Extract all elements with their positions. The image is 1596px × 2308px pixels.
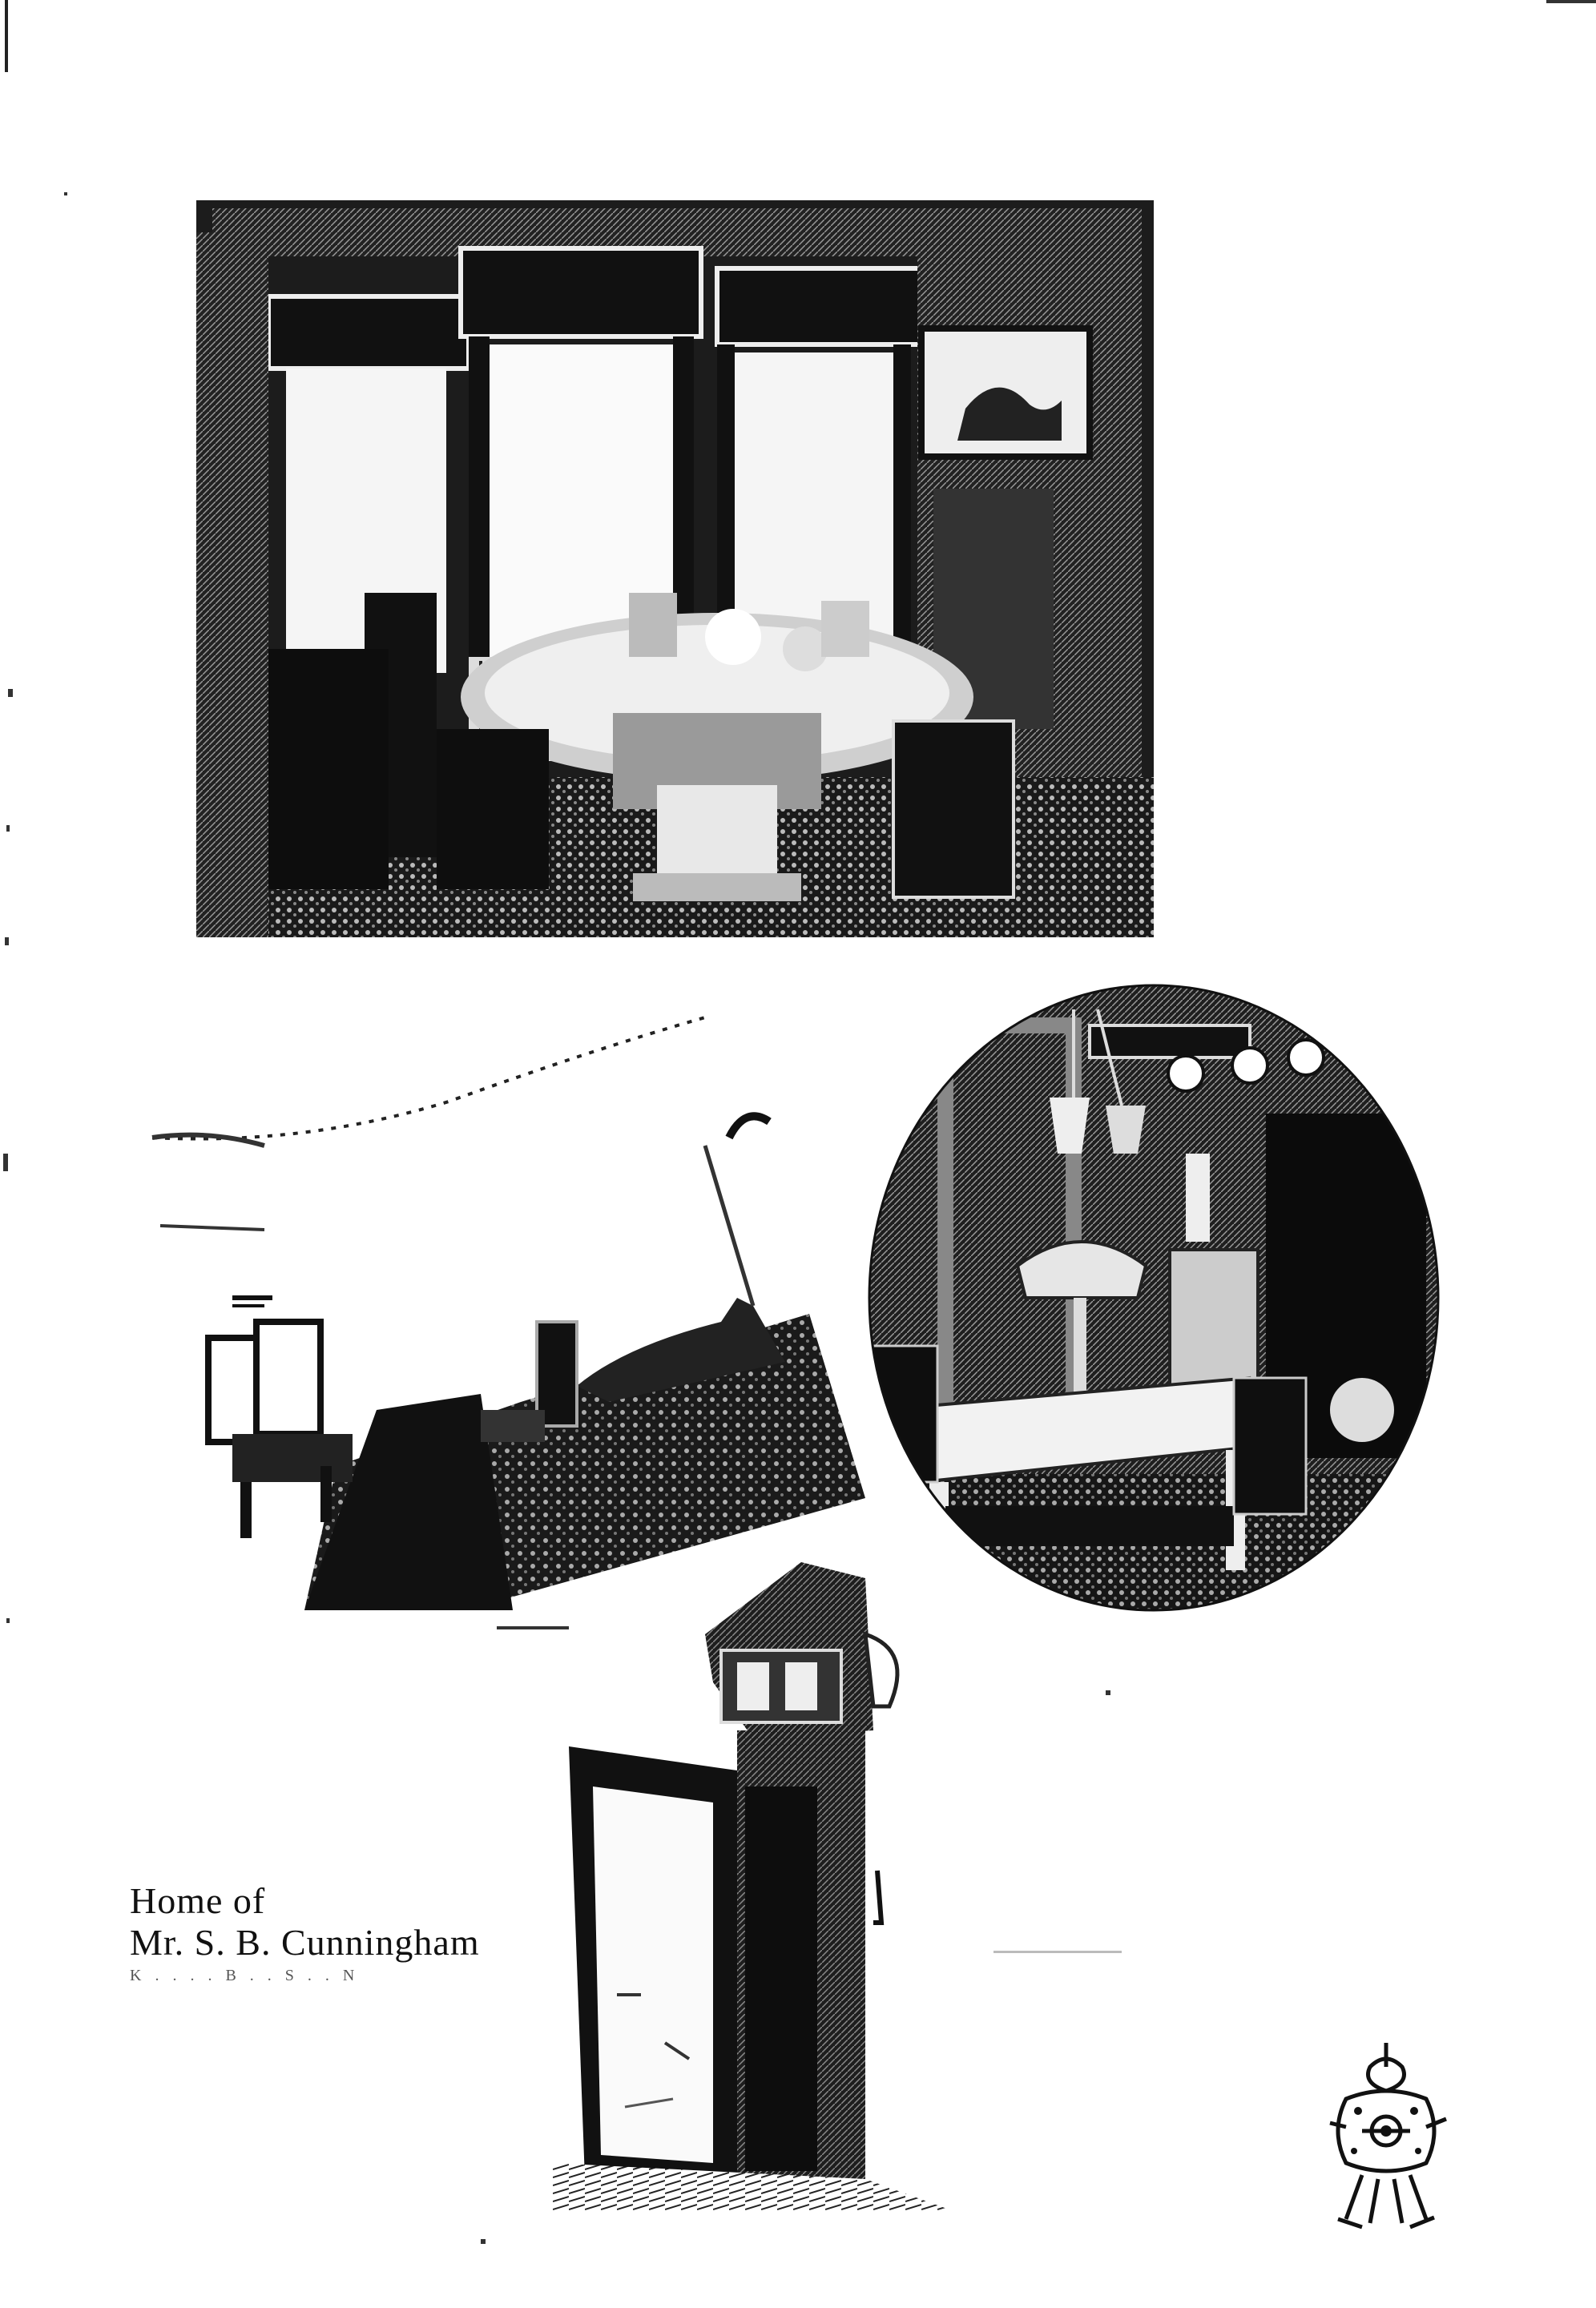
photo-dining-room-bay-window: [196, 200, 1154, 937]
photo-parlor-angled: [144, 985, 865, 1610]
scan-speck: [6, 825, 10, 832]
scan-edge-mark-left: [5, 0, 8, 72]
caption-block: Home of Mr. S. B. Cunningham K . . . . B…: [130, 1880, 546, 1988]
scan-speck: [8, 689, 13, 697]
caption-line-2: Mr. S. B. Cunningham: [130, 1922, 480, 1963]
caption-line-1: Home of: [130, 1880, 266, 1921]
scan-speck: [5, 937, 9, 945]
scan-speck: [3, 1154, 8, 1171]
scan-speck: [64, 192, 67, 195]
caption-line-3: K . . . . B . . S . . N: [130, 1967, 360, 1984]
scan-speck: [1106, 1690, 1110, 1695]
photo-doorway-clock: [553, 1546, 969, 2211]
emblem-ornament: [1314, 2035, 1458, 2235]
scan-speck: [497, 1626, 569, 1629]
scan-speck: [993, 1951, 1122, 1953]
scan-speck: [481, 2239, 486, 2244]
scan-edge-mark-right: [1546, 0, 1596, 3]
photo-library-round: [849, 961, 1458, 1618]
scan-speck: [6, 1618, 10, 1623]
